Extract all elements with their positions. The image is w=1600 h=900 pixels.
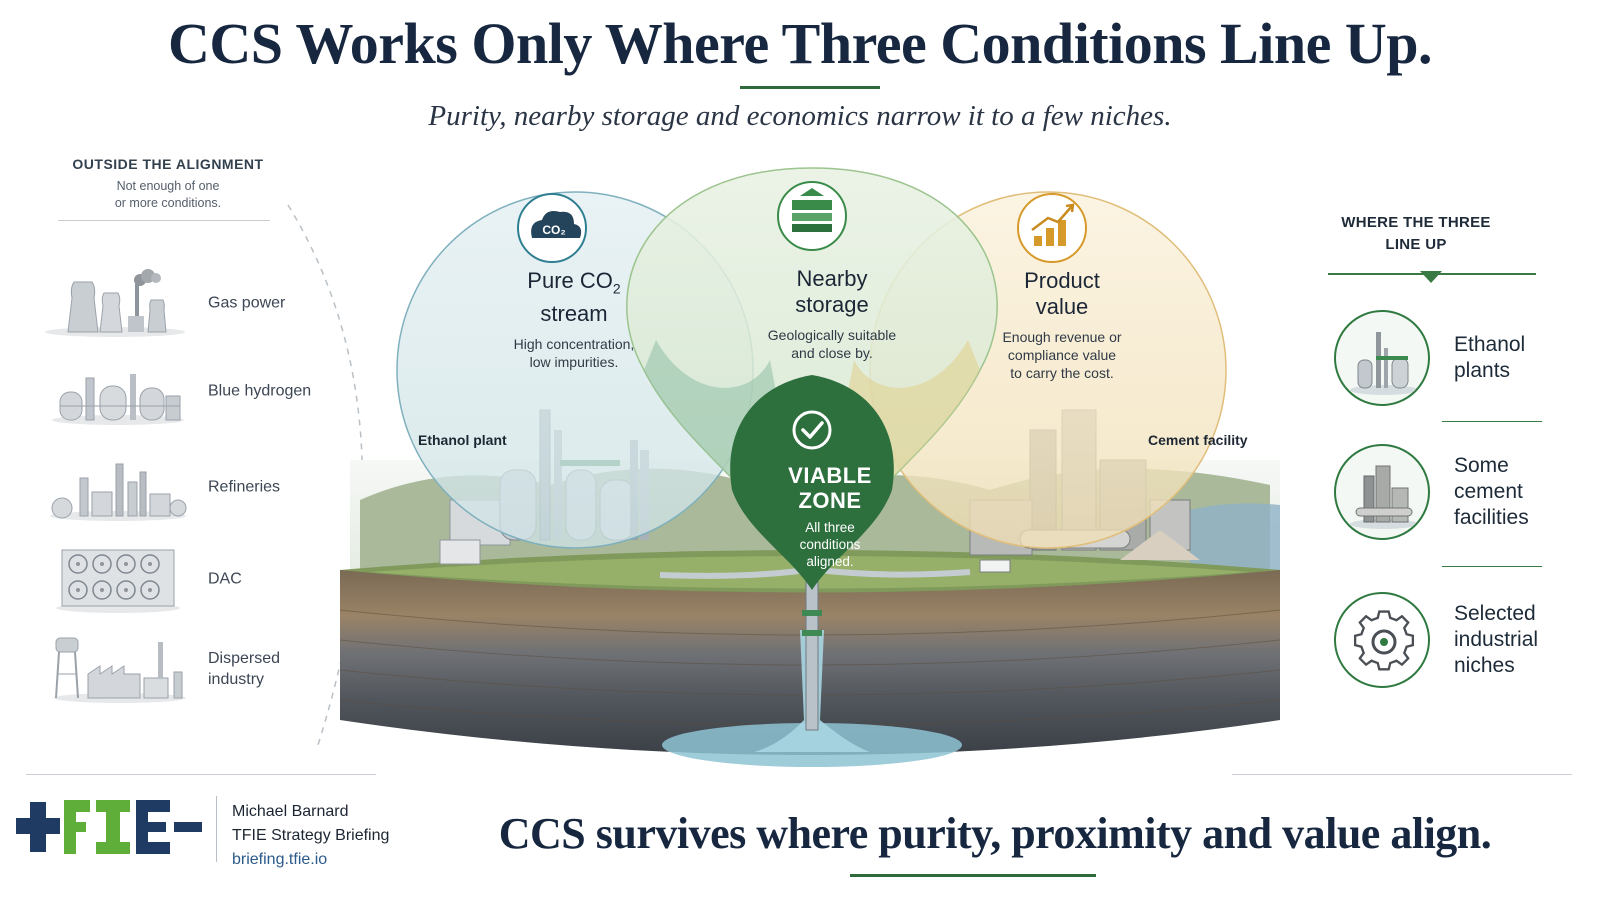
outside-header: OUTSIDE THE ALIGNMENT Not enough of one … xyxy=(58,156,278,212)
condition-title-line2: stream xyxy=(540,301,608,327)
outside-divider xyxy=(58,220,270,221)
outside-subheading-line2: or more conditions. xyxy=(114,196,222,210)
aligned-heading-line1: WHERE THE THREE xyxy=(1341,214,1491,231)
outside-item-label-line1: Dispersed xyxy=(208,650,281,667)
outside-item-gas-power: Gas power xyxy=(40,268,340,338)
aligned-heading-line2: LINE UP xyxy=(1385,236,1447,253)
gear-icon xyxy=(1334,592,1430,688)
site-label-ethanol: Ethanol plant xyxy=(418,432,507,448)
aligned-item-niches: Selected industrial niches xyxy=(1334,592,1574,688)
outside-item-refineries: Refineries xyxy=(40,452,340,522)
author-name: Michael Barnard xyxy=(232,803,349,820)
condition-desc-line3: to carry the cost. xyxy=(1010,365,1114,381)
tagline-underline xyxy=(850,874,1096,877)
aligned-label-line1: Selected xyxy=(1454,602,1536,625)
condition-title-line1: Product xyxy=(1024,268,1100,293)
condition-desc-line2: low impurities. xyxy=(529,354,619,371)
author-block: Michael Barnard TFIE Strategy Briefing b… xyxy=(232,800,389,872)
water-tower-factory-icon xyxy=(54,637,186,703)
outside-item-label: Gas power xyxy=(208,294,286,312)
aligned-heading: WHERE THE THREE LINE UP xyxy=(1326,212,1506,256)
outside-item-label: Dispersed industry xyxy=(208,648,280,690)
author-org: TFIE Strategy Briefing xyxy=(232,827,390,844)
footer-rule-right xyxy=(1232,774,1572,775)
viable-desc-line2: conditions xyxy=(799,537,861,552)
storage-layers-icon xyxy=(777,181,847,251)
outside-item-label: Refineries xyxy=(208,478,281,496)
refinery-icon xyxy=(50,463,187,521)
venn-diagram: CO₂ xyxy=(339,167,1281,767)
outside-item-dispersed-industry: Dispersed industry xyxy=(40,634,340,704)
site-label-cement: Cement facility xyxy=(1148,432,1248,448)
ethanol-plant-icon xyxy=(1334,310,1430,406)
title-underline xyxy=(740,86,880,89)
footer-rule-left xyxy=(26,774,376,775)
author-link[interactable]: briefing.tfie.io xyxy=(232,851,328,868)
outside-item-dac: DAC xyxy=(40,544,340,614)
svg-text:CO₂: CO₂ xyxy=(542,223,565,237)
aligned-label-line3: facilities xyxy=(1454,506,1529,529)
aligned-item-ethanol: Ethanol plants xyxy=(1334,310,1574,406)
checkmark-icon xyxy=(792,410,832,450)
aligned-item-label: Ethanol plants xyxy=(1454,332,1525,384)
outside-item-label: Blue hydrogen xyxy=(208,382,312,400)
aligned-pointer-icon xyxy=(1420,271,1442,283)
page-title: CCS Works Only Where Three Conditions Li… xyxy=(167,11,1433,76)
aligned-label-line1: Some xyxy=(1454,454,1509,477)
aligned-separator xyxy=(1442,566,1542,567)
aligned-item-label: Selected industrial niches xyxy=(1454,601,1538,679)
viable-desc-line1: All three xyxy=(805,520,855,535)
condition-title-sub: 2 xyxy=(612,280,621,297)
cooling-towers-icon xyxy=(45,269,185,337)
aligned-label-line3: niches xyxy=(1454,654,1515,677)
viable-title-line2: ZONE xyxy=(798,488,862,513)
aligned-label-line2: plants xyxy=(1454,359,1511,382)
viable-title-line1: VIABLE xyxy=(788,463,872,488)
condition-title-line1: Nearby xyxy=(796,266,868,291)
page-subtitle: Purity, nearby storage and economics nar… xyxy=(428,100,1172,132)
aligned-label-line1: Ethanol xyxy=(1454,333,1526,356)
co2-cloud-icon: CO₂ xyxy=(517,193,587,263)
tfie-logo xyxy=(16,800,202,854)
viable-desc-line3: aligned. xyxy=(806,554,854,569)
cement-plant-icon xyxy=(1334,444,1430,540)
condition-desc-line2: and close by. xyxy=(791,345,873,361)
aligned-label-line2: industrial xyxy=(1454,628,1539,651)
outside-item-blue-hydrogen: Blue hydrogen xyxy=(40,356,340,426)
condition-title-line1: Pure CO xyxy=(527,268,613,293)
condition-desc-line1: Geologically suitable xyxy=(767,327,897,343)
fan-array-icon xyxy=(56,549,180,613)
aligned-item-label: Some cement facilities xyxy=(1454,453,1529,531)
outside-heading: OUTSIDE THE ALIGNMENT xyxy=(72,156,264,172)
aligned-label-line2: cement xyxy=(1454,480,1523,503)
rising-bars-icon xyxy=(1017,193,1087,263)
outside-subheading: Not enough of one or more conditions. xyxy=(58,178,278,212)
condition-title-line2: value xyxy=(1035,294,1089,319)
condition-desc-line1: High concentration, xyxy=(513,336,635,353)
aligned-item-cement: Some cement facilities xyxy=(1334,444,1574,540)
footer-separator xyxy=(216,796,217,862)
tanks-plant-icon xyxy=(52,374,184,425)
viable-zone xyxy=(730,375,894,590)
condition-title-line2: storage xyxy=(795,292,869,317)
outside-subheading-line1: Not enough of one xyxy=(116,179,220,193)
aligned-separator xyxy=(1442,421,1542,422)
footer-tagline: CCS survives where purity, proximity and… xyxy=(498,809,1492,858)
condition-desc-line1: Enough revenue or xyxy=(1002,329,1122,345)
outside-item-label: DAC xyxy=(208,570,242,588)
condition-desc-line2: compliance value xyxy=(1007,347,1117,363)
outside-item-label-line2: industry xyxy=(208,671,265,688)
